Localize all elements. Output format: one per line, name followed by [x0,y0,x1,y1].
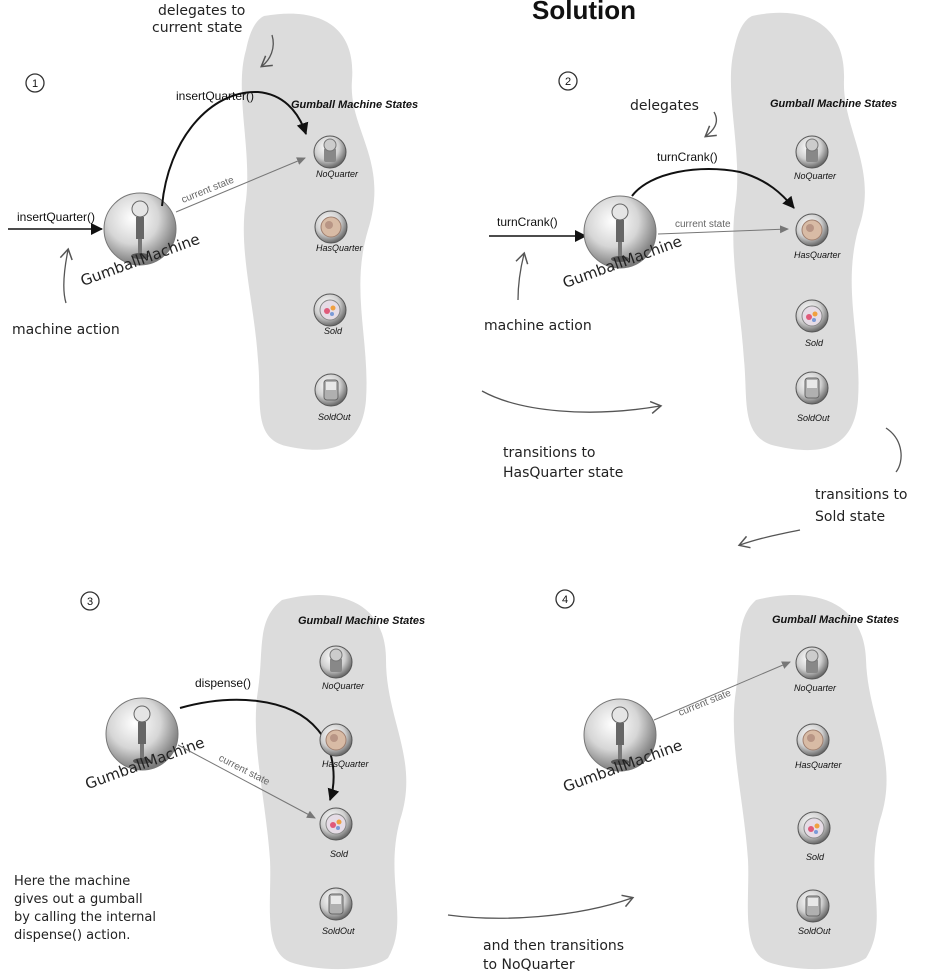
delegate-note-2: delegates [630,98,699,114]
panel-3: Gumball Machine States 3 GumballMachine … [14,591,425,970]
svg-text:Here the machine: Here the machine [14,874,130,889]
current-state-arrow-1 [175,157,306,213]
svg-text:HasQuarter state: HasQuarter state [503,465,623,481]
panel-heading-2: Gumball Machine States [770,98,897,110]
svg-text:NoQuarter: NoQuarter [316,169,359,179]
states-panel-3 [255,595,407,970]
page-title: Solution [532,0,636,25]
panel-heading-4: Gumball Machine States [772,614,899,626]
transition-arrow-2 [737,529,801,549]
delegate-arrow-3 [179,698,340,801]
svg-text:1: 1 [32,78,38,90]
panel-4: Gumball Machine States 4 GumballMachine … [555,589,899,970]
state-noquarter-icon [795,135,829,169]
state-soldout-icon [796,889,830,923]
state-noquarter-icon [795,646,829,680]
machine-action-note-1: machine action [12,322,120,338]
svg-text:by calling the internal: by calling the internal [14,910,156,925]
svg-text:to NoQuarter: to NoQuarter [483,957,575,973]
svg-text:HasQuarter: HasQuarter [322,759,370,769]
current-state-arrow-3 [177,744,316,819]
delegate-note-1: delegates to [158,3,245,19]
current-state-label-4: current state [677,688,733,719]
panel-2: Gumball Machine States 2 delegates turnC… [484,12,897,451]
svg-text:Sold: Sold [330,849,349,859]
svg-text:gives out a gumball: gives out a gumball [14,892,143,907]
svg-text:Sold: Sold [806,852,825,862]
current-state-label-2: current state [675,219,731,230]
current-state-arrow-4 [653,661,791,721]
svg-text:SoldOut: SoldOut [798,926,831,936]
delegate-arrow-1 [161,90,309,207]
svg-text:current state: current state [152,20,242,36]
svg-text:Sold: Sold [324,326,343,336]
svg-text:HasQuarter: HasQuarter [795,760,843,770]
svg-text:Sold: Sold [805,338,824,348]
svg-text:2: 2 [565,76,571,88]
machine-action-note-2: machine action [484,318,592,334]
state-soldout-icon [319,887,353,921]
action-label-1: insertQuarter() [17,210,95,224]
step-number-1 [25,73,45,93]
panel-heading-1: Gumball Machine States [291,99,418,111]
svg-text:HasQuarter: HasQuarter [316,243,364,253]
svg-text:dispense() action.: dispense() action. [14,928,130,943]
svg-text:HasQuarter: HasQuarter [794,250,842,260]
svg-text:SoldOut: SoldOut [797,413,830,423]
svg-text:Sold state: Sold state [815,509,885,525]
current-state-arrow-2 [657,225,789,235]
svg-text:SoldOut: SoldOut [322,926,355,936]
state-noquarter-icon [319,645,353,679]
transition-arrow-1 [481,390,663,415]
action-label-2: turnCrank() [497,215,558,229]
svg-text:NoQuarter: NoQuarter [794,683,837,693]
state-hasquarter-icon [796,723,830,757]
state-hasquarter-icon [795,213,829,247]
panel-1: Gumball Machine States 1 delegates to cu… [8,3,418,450]
call-label-1: insertQuarter() [176,89,254,103]
dispense-note: Here the machine gives out a gumball by … [14,874,156,943]
svg-text:SoldOut: SoldOut [318,412,351,422]
panel-heading-3: Gumball Machine States [298,615,425,627]
svg-text:NoQuarter: NoQuarter [322,681,365,691]
transition-note-2: transitions to [815,487,908,503]
state-soldout-icon [314,373,348,407]
step-number-2 [558,71,578,91]
svg-text:NoQuarter: NoQuarter [794,171,837,181]
states-panel-1 [241,13,375,450]
transition-note-3: and then transitions [483,938,624,954]
state-sold-icon [319,807,353,841]
step-number-3 [80,591,100,611]
state-soldout-icon [795,371,829,405]
state-hasquarter-icon [314,210,348,244]
transition-note-1: transitions to [503,445,596,461]
step-number-4 [555,589,575,609]
state-noquarter-icon [313,135,347,169]
state-hasquarter-icon [319,723,353,757]
call-label-3: dispense() [195,676,251,690]
svg-text:4: 4 [562,594,568,606]
delegate-arrow-2 [631,168,795,209]
call-label-2: turnCrank() [657,150,718,164]
states-panel-4 [733,595,887,970]
state-sold-icon [797,811,831,845]
svg-text:3: 3 [87,596,93,608]
transition-arrow-3 [447,894,635,919]
state-sold-icon [795,299,829,333]
state-sold-icon [313,293,347,327]
